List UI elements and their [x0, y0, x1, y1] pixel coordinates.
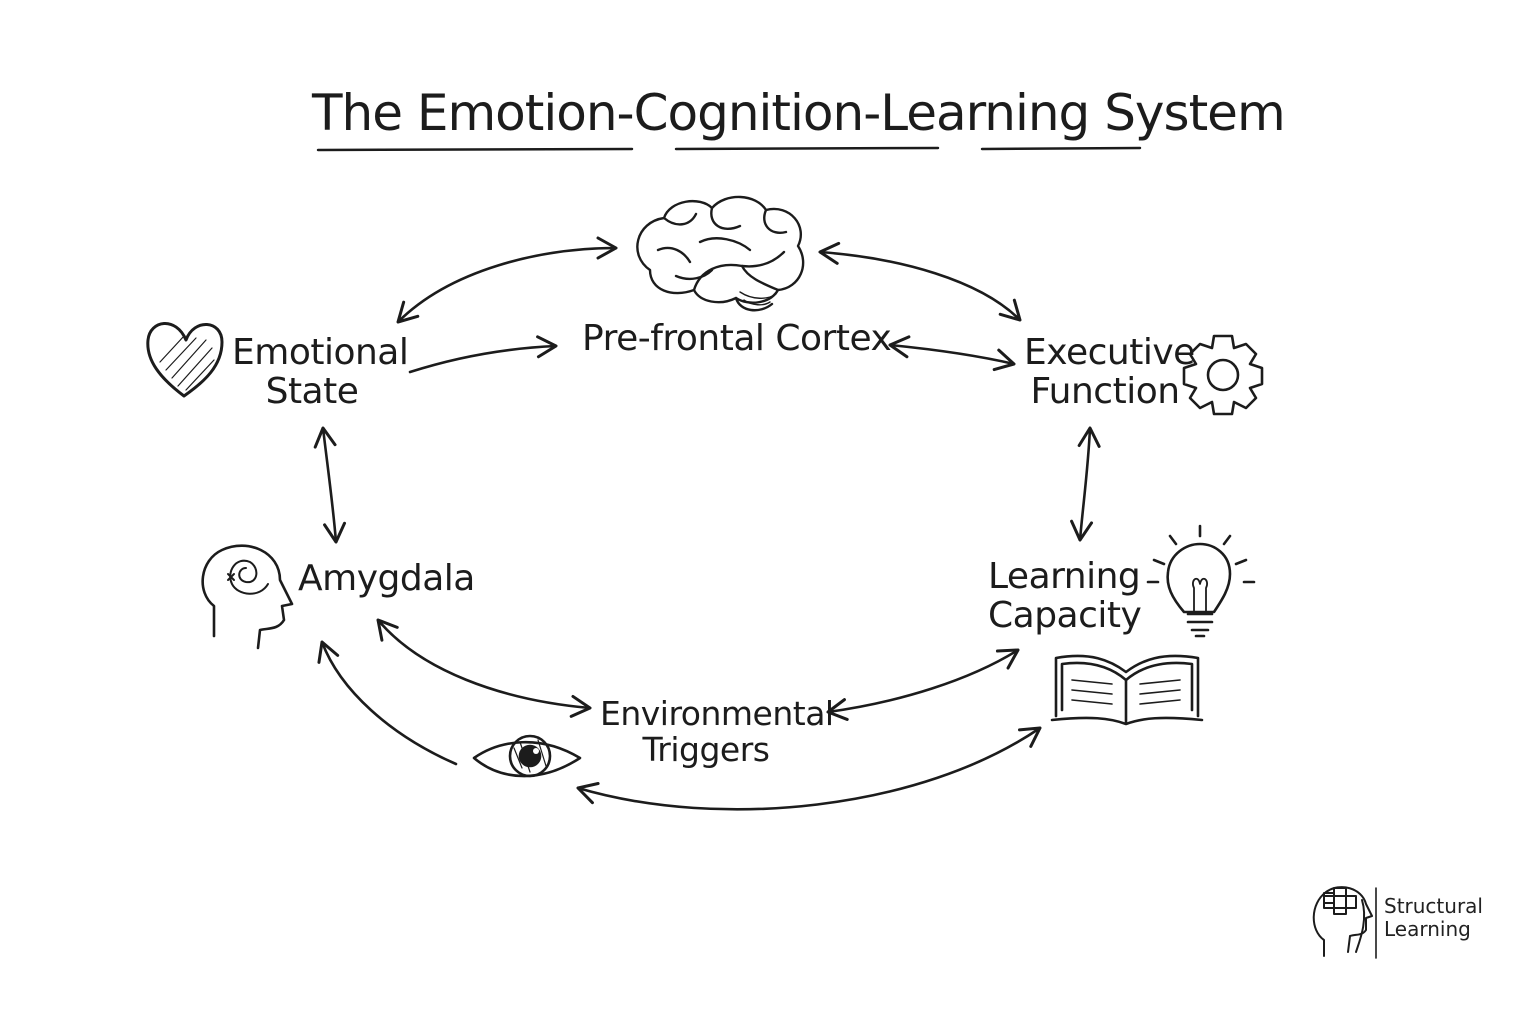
arrow-cortex-to-executive-function [818, 241, 1022, 322]
arrow-emotional-state-to-cortex [396, 236, 618, 324]
label-environmental-triggers-line2: Triggers [642, 729, 770, 769]
label-emotional-state-line2: State [265, 370, 359, 412]
label-environmental-triggers: Environmental Triggers [600, 694, 834, 769]
arrow-emotional-state-to-amygdala [313, 426, 347, 544]
gear-icon [1182, 334, 1264, 416]
heart-icon [146, 322, 224, 398]
brand-logo-icon [1312, 886, 1377, 959]
label-executive-function: Executive Function [1024, 332, 1195, 412]
label-prefrontal-cortex: Pre-frontal Cortex [582, 318, 892, 359]
label-environmental-triggers-line1: Environmental [600, 694, 834, 733]
label-executive-function-line2: Function [1030, 370, 1180, 412]
arrow-amygdala-to-triggers [376, 618, 592, 718]
label-emotional-state: Emotional State [232, 332, 409, 412]
diagram-title: The Emotion-Cognition-Learning System [312, 84, 1286, 142]
arrow-executive-to-learning [1070, 426, 1101, 542]
arrow-prefrontal-to-executive [888, 335, 1016, 372]
title-underline [316, 146, 1142, 152]
eye-icon [472, 734, 582, 778]
open-book-icon [1050, 654, 1204, 726]
arrow-emotional-state-to-prefrontal [408, 335, 558, 374]
arrow-triggers-to-learning [826, 648, 1020, 721]
label-learning-capacity: Learning Capacity [988, 556, 1142, 636]
arrow-eye-to-book [576, 726, 1042, 811]
brand-name-line1: Structural [1384, 894, 1483, 918]
label-executive-function-line1: Executive [1024, 332, 1195, 373]
brain-icon [636, 195, 805, 312]
label-learning-capacity-line2: Capacity [988, 594, 1142, 636]
brand-name: Structural Learning [1384, 895, 1483, 941]
label-learning-capacity-line1: Learning [988, 556, 1141, 597]
head-spiral-icon [201, 544, 294, 650]
label-emotional-state-line1: Emotional [232, 332, 409, 373]
arrow-eye-to-amygdala [317, 640, 458, 766]
lightbulb-icon [1146, 524, 1256, 638]
brand-name-line2: Learning [1384, 917, 1471, 941]
label-amygdala: Amygdala [298, 558, 475, 599]
